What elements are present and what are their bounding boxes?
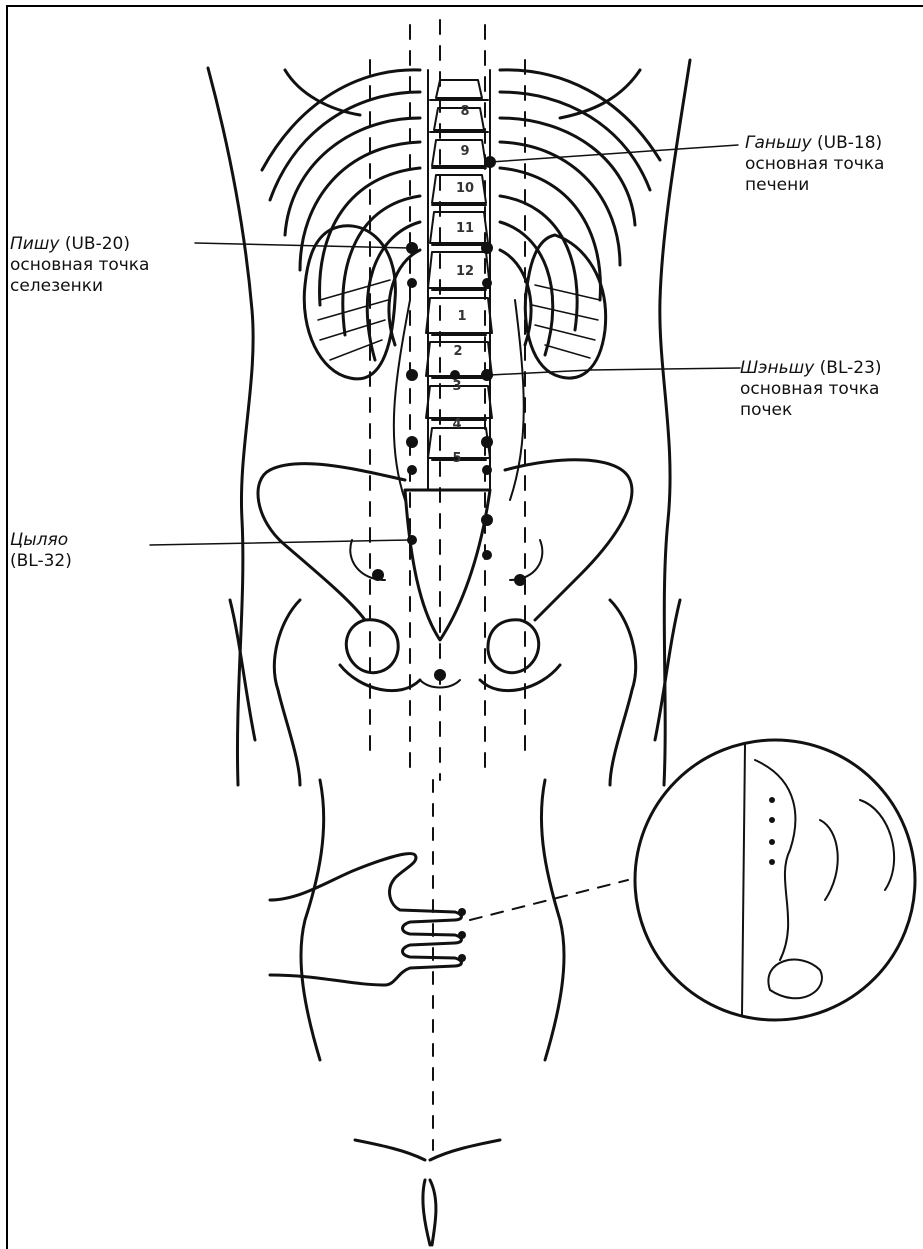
label-shenshu: Шэньшу (BL-23) основная точка почек (740, 358, 882, 421)
vertebra-label: 4 (452, 417, 461, 432)
ribs-left (262, 70, 420, 360)
label-pishu-line2: селезенки (10, 276, 149, 297)
label-ganshu-line2: печени (745, 175, 884, 196)
vertebra-label: 12 (456, 264, 474, 279)
vertebra-label: 11 (456, 221, 474, 236)
vertebra-label: 2 (453, 344, 462, 359)
body-outline-left (208, 68, 253, 785)
label-ganshu: Ганьшу (UB-18) основная точка печени (745, 133, 884, 196)
label-pishu-code: (UB-20) (59, 234, 130, 254)
label-tsilyao-name: Цыляо (10, 530, 68, 550)
label-tsilyao-code: (BL-32) (10, 551, 72, 572)
magnified-view (635, 740, 915, 1020)
meridian-lines (370, 20, 525, 780)
label-pishu-line1: основная точка (10, 255, 149, 276)
acupoints (372, 156, 775, 962)
label-shenshu-name: Шэньшу (740, 358, 814, 378)
vertebra-label: 1 (457, 309, 466, 324)
vertebra-label: 5 (452, 451, 461, 466)
label-pishu: Пишу (UB-20) основная точка селезенки (10, 234, 149, 297)
label-shenshu-line1: основная точка (740, 379, 882, 400)
hip-right (488, 620, 539, 673)
vertebra-label: 3 (452, 379, 461, 394)
label-ganshu-code: (UB-18) (812, 133, 883, 153)
vertebra-labels: 8 9 10 11 12 1 2 3 4 5 (452, 104, 474, 466)
label-shenshu-code: (BL-23) (814, 358, 881, 378)
lower-body-left (301, 780, 324, 1060)
body-outline-right (660, 60, 690, 785)
lower-body-right (541, 780, 564, 1060)
vertebra-label: 10 (456, 181, 474, 196)
label-pishu-name: Пишу (10, 234, 59, 254)
label-shenshu-line2: почек (740, 400, 882, 421)
sacrum (405, 490, 490, 640)
label-ganshu-name: Ганьшу (745, 133, 812, 153)
vertebra-label: 9 (460, 144, 469, 159)
label-tsilyao: Цыляо (BL-32) (10, 530, 72, 572)
hip-left (346, 620, 398, 673)
hand (270, 854, 461, 985)
vertebra-label: 8 (460, 104, 469, 119)
label-ganshu-line1: основная точка (745, 154, 884, 175)
